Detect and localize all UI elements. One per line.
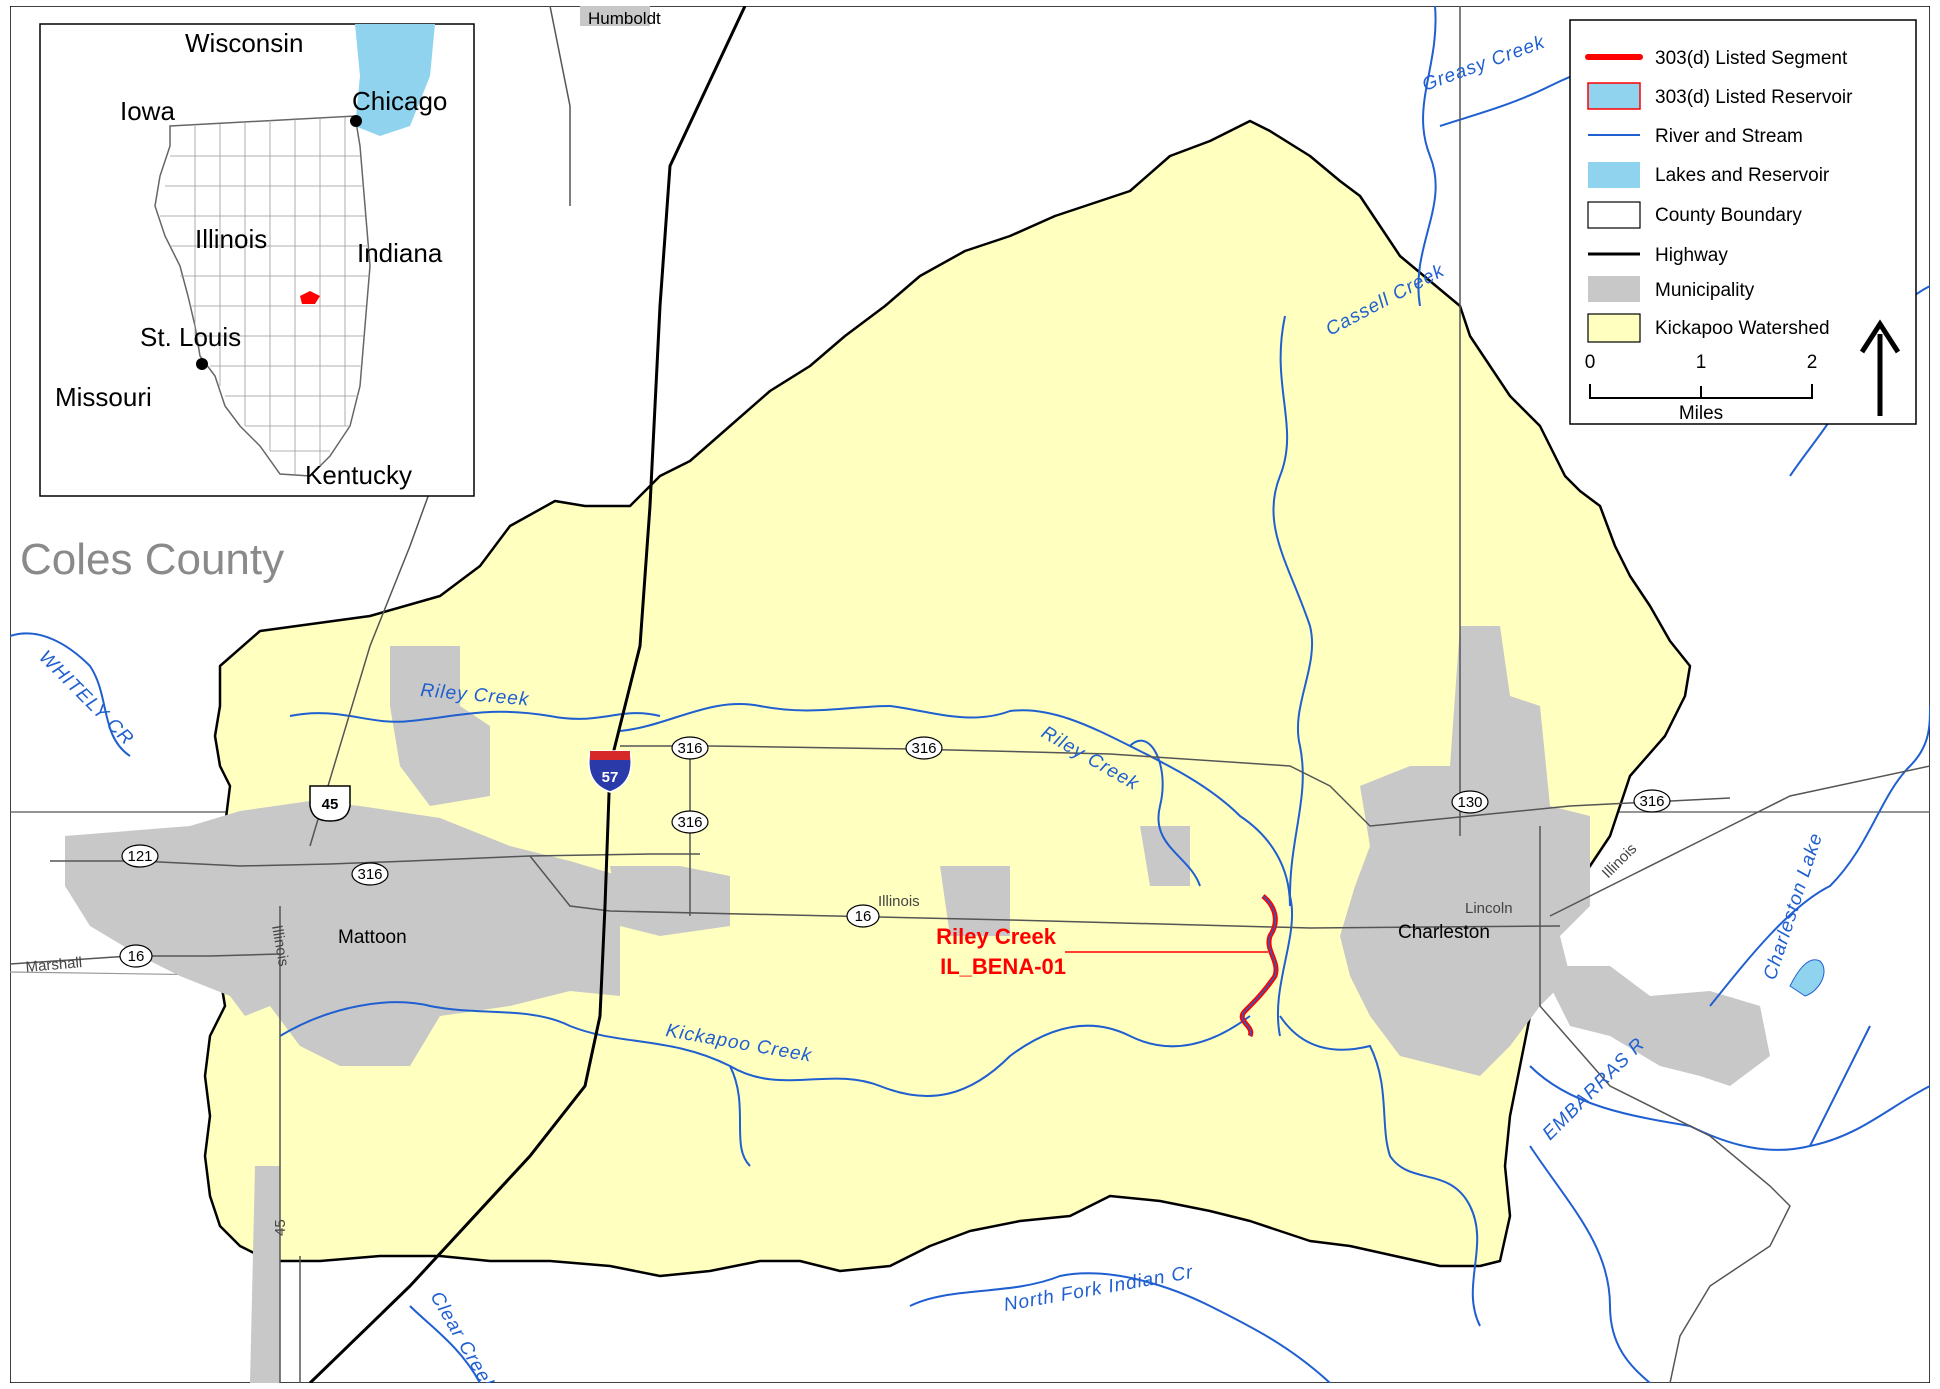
svg-text:316: 316 <box>677 740 702 757</box>
scale-unit-label: Miles <box>1679 403 1723 424</box>
map-frame: 57 45 121 316 316 316 316 316 <box>10 6 1930 1383</box>
inset-illinois-label: Illinois <box>195 224 267 254</box>
county-label: Coles County <box>20 535 284 584</box>
route-316-shield-e: 316 <box>1633 789 1671 813</box>
svg-text:316: 316 <box>677 814 702 831</box>
svg-text:45: 45 <box>322 796 339 813</box>
svg-text:316: 316 <box>911 740 936 757</box>
scale-tick-2: 2 <box>1807 352 1818 373</box>
route-shields: 57 45 121 316 316 316 316 316 <box>119 736 1671 968</box>
legend-highway-label: Highway <box>1655 245 1728 266</box>
callout-segment-id: IL_BENA-01 <box>940 954 1066 979</box>
legend-municipality-label: Municipality <box>1655 280 1755 301</box>
route-316-shield-b: 316 <box>671 736 709 760</box>
legend-stream-label: River and Stream <box>1655 126 1803 147</box>
inset-wisconsin-label: Wisconsin <box>185 28 303 58</box>
legend-county-symbol <box>1587 201 1641 229</box>
north-arrow <box>1859 319 1901 416</box>
map-canvas: 57 45 121 316 316 316 316 316 <box>10 6 1930 1383</box>
inset-stlouis-label: St. Louis <box>140 322 241 352</box>
svg-text:16: 16 <box>855 908 872 925</box>
svg-text:130: 130 <box>1457 794 1482 811</box>
scale-tick-0: 0 <box>1585 352 1596 373</box>
scale-bar: 0 1 2 Miles <box>1585 352 1818 424</box>
inset-indiana-label: Indiana <box>357 238 443 268</box>
route-316-shield-a: 316 <box>351 862 389 886</box>
svg-text:121: 121 <box>127 848 152 865</box>
inset-county-grid <box>160 117 368 474</box>
inset-chicago-label: Chicago <box>352 86 447 116</box>
svg-text:16: 16 <box>128 948 145 965</box>
interstate-57-shield: 57 <box>588 750 632 793</box>
route-121-shield: 121 <box>121 844 159 868</box>
legend: 303(d) Listed Segment 303(d) Listed Rese… <box>1569 19 1917 425</box>
charleston-lake <box>1789 959 1825 997</box>
inset-missouri-label: Missouri <box>55 382 152 412</box>
svg-text:316: 316 <box>1639 793 1664 810</box>
legend-lake-symbol <box>1588 162 1640 188</box>
us-45-shield: 45 <box>309 785 351 822</box>
highways <box>308 6 747 1383</box>
lincoln-label: Lincoln <box>1465 900 1513 917</box>
legend-lake-label: Lakes and Reservoir <box>1655 165 1830 186</box>
inset-stlouis-dot <box>196 358 208 370</box>
legend-county-label: County Boundary <box>1655 205 1802 226</box>
inset-chicago-dot <box>350 115 362 127</box>
inset-kentucky-label: Kentucky <box>305 460 412 490</box>
legend-reservoir-label: 303(d) Listed Reservoir <box>1655 87 1853 108</box>
inset-map: Wisconsin Iowa Illinois Indiana Missouri… <box>39 23 475 497</box>
inset-lake-michigan <box>355 24 435 136</box>
svg-text:316: 316 <box>357 866 382 883</box>
illinois-label-a: Illinois <box>878 893 920 910</box>
route-16-shield-a: 16 <box>119 944 153 968</box>
marshall-label: Marshall <box>25 954 83 976</box>
inset-watershed-marker <box>300 291 320 304</box>
route-130-shield: 130 <box>1451 790 1489 814</box>
listed-segment-centerline <box>1241 895 1277 1037</box>
us45-side-label: 45 <box>272 1219 289 1236</box>
route-316-shield-d: 316 <box>905 736 943 760</box>
route-316-shield-c: 316 <box>671 810 709 834</box>
inset-iowa-label: Iowa <box>120 96 175 126</box>
humboldt-label: Humboldt <box>588 9 661 28</box>
municipalities <box>65 6 1770 1383</box>
route-16-shield-b: 16 <box>846 904 880 928</box>
mattoon-label: Mattoon <box>338 927 407 948</box>
scale-tick-1: 1 <box>1696 352 1707 373</box>
svg-text:57: 57 <box>602 769 619 786</box>
legend-watershed-label: Kickapoo Watershed <box>1655 318 1830 339</box>
illinois-label-b: Illinois <box>268 924 292 968</box>
legend-reservoir-symbol <box>1587 82 1641 110</box>
inset-illinois-outline <box>154 115 371 477</box>
legend-municipality-symbol <box>1588 276 1640 302</box>
legend-segment-label: 303(d) Listed Segment <box>1655 48 1848 69</box>
charleston-label: Charleston <box>1398 922 1490 943</box>
legend-watershed-symbol <box>1587 313 1641 343</box>
callout-segment-name: Riley Creek <box>936 924 1057 949</box>
